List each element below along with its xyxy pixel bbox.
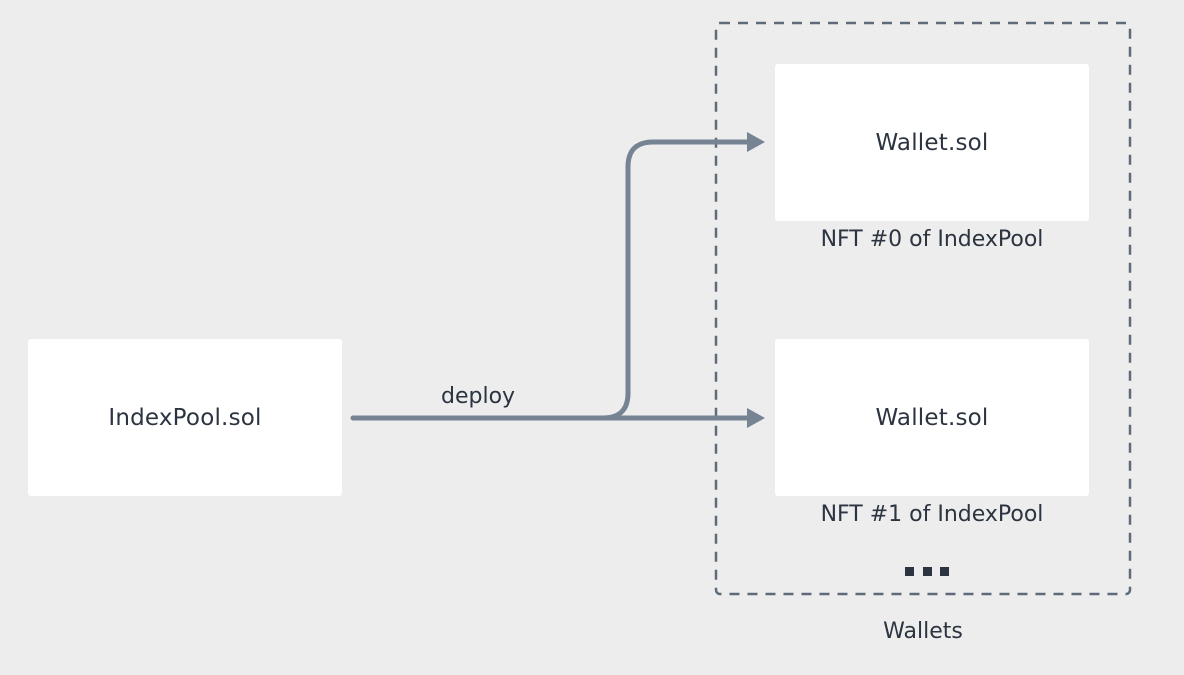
wallet-1-label: Wallet.sol bbox=[875, 404, 989, 431]
wallet-0-contract-box: Wallet.sol bbox=[775, 64, 1089, 221]
deploy-arrow-line-to-wallet-0 bbox=[600, 139, 753, 421]
wallet-1-contract-box: Wallet.sol bbox=[775, 339, 1089, 496]
wallet-0-caption: NFT #0 of IndexPool bbox=[820, 227, 1044, 252]
wallets-group-label: Wallets bbox=[883, 619, 963, 644]
wallets-group-border bbox=[714, 21, 1132, 596]
arrowhead-to-wallet-1 bbox=[747, 408, 765, 428]
ellipsis-icon bbox=[905, 567, 949, 577]
arrowhead-to-wallet-0 bbox=[747, 132, 765, 152]
indexpool-label: IndexPool.sol bbox=[108, 404, 262, 431]
indexpool-contract-box: IndexPool.sol bbox=[28, 339, 342, 496]
wallet-0-label: Wallet.sol bbox=[875, 129, 989, 156]
deploy-edge-label: deploy bbox=[441, 384, 516, 409]
wallet-1-caption: NFT #1 of IndexPool bbox=[820, 502, 1044, 527]
